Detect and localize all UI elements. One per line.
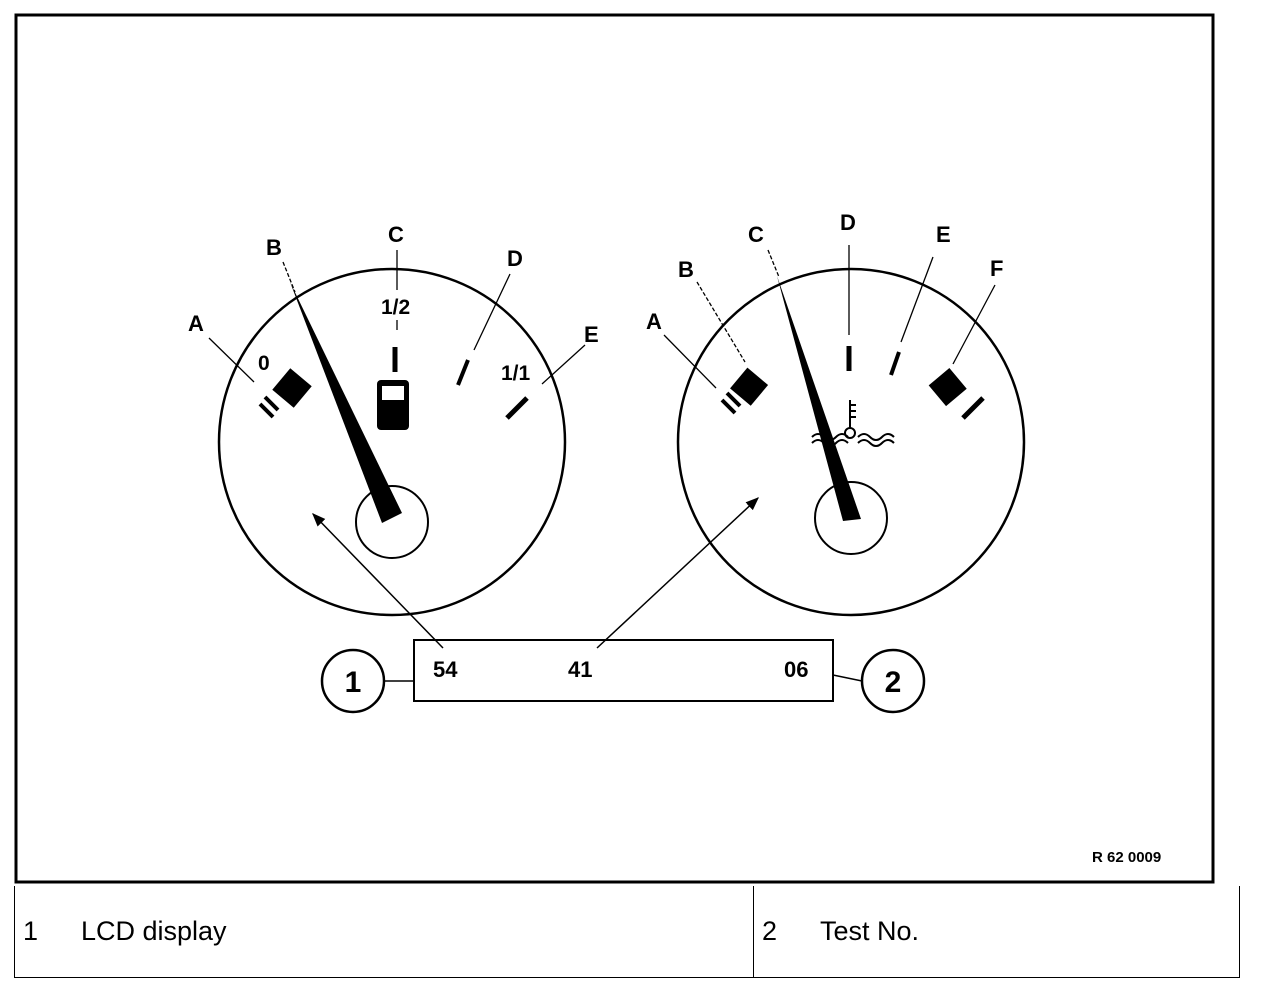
temperature-gauge-hub: [814, 481, 888, 555]
fuel-label-d: D: [507, 246, 523, 271]
fuel-scale-empty: 0: [258, 352, 270, 375]
fuel-warning-lamp: [272, 368, 312, 408]
lcd-value-middle: 41: [568, 657, 592, 682]
temperature-gauge-dial: [676, 267, 1026, 617]
legend-table: 1 LCD display 2 Test No.: [14, 886, 1240, 978]
lcd-display: 54 41 06: [413, 639, 834, 702]
legend-text: LCD display: [81, 916, 227, 946]
fuel-tick-d: [456, 359, 470, 386]
legend-item-2: 2 Test No.: [754, 886, 1240, 977]
svg-text:2: 2: [885, 666, 902, 699]
temp-tick-f: [961, 396, 985, 420]
callout-1: 1: [320, 648, 414, 714]
legend-item-1: 1 LCD display: [15, 886, 754, 977]
temperature-gauge: A B C D E F: [646, 210, 1026, 617]
legend-number: 1: [23, 916, 39, 946]
figure-reference: R 62 0009: [1092, 849, 1161, 866]
fuel-label-e: E: [584, 322, 599, 347]
callout-2: 2: [832, 648, 926, 714]
arrow-to-fuel-gauge: [312, 513, 444, 649]
fuel-label-b: B: [266, 235, 282, 260]
fuel-gauge-hub: [355, 485, 429, 559]
temp-label-e: E: [936, 222, 951, 247]
temp-label-d: D: [840, 210, 856, 235]
fuel-gauge: A B C D E 0 1/2 1/1: [188, 222, 599, 617]
temp-warning-lamp-cold: [730, 367, 769, 406]
figure-frame: [14, 13, 1215, 884]
fuel-needle: [290, 282, 402, 523]
lcd-value-right: 06: [784, 657, 808, 682]
temperature-needle: [777, 276, 861, 521]
lcd-display-box: [413, 639, 834, 702]
temp-tick-e: [889, 351, 901, 376]
temp-warning-lamp-hot: [928, 368, 967, 407]
temp-tick-a: [725, 391, 742, 408]
fuel-gauge-dial: [217, 267, 567, 617]
fuel-label-c: C: [388, 222, 404, 247]
fuel-scale-half: 1/2: [381, 296, 410, 319]
temp-label-a: A: [646, 309, 662, 334]
fuel-tick-a2: [258, 402, 275, 419]
temp-label-f: F: [990, 256, 1003, 281]
legend-text: Test No.: [820, 916, 920, 946]
temp-tick-a2: [720, 398, 737, 415]
fuel-pump-icon: [377, 380, 409, 430]
fuel-scale-full: 1/1: [501, 362, 531, 385]
fuel-label-a: A: [188, 311, 204, 336]
legend-number: 2: [762, 916, 778, 946]
temp-label-b: B: [678, 257, 694, 282]
arrow-to-temperature-gauge: [596, 497, 759, 649]
svg-text:1: 1: [345, 666, 362, 699]
fuel-tick-a: [263, 395, 280, 412]
fuel-tick-e: [505, 396, 529, 420]
instrument-cluster-diagram: A B C D E 0 1/2 1/1: [14, 13, 1215, 884]
lcd-value-left: 54: [433, 657, 458, 682]
temp-label-c: C: [748, 222, 764, 247]
